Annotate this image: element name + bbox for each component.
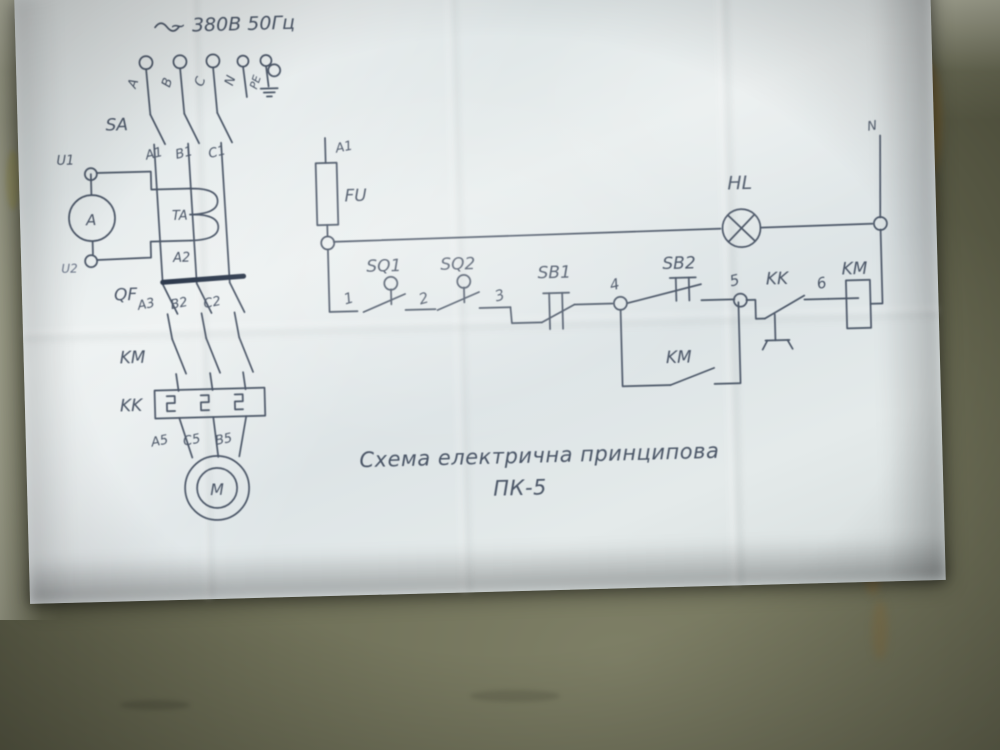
sa-switch-disconnector: SA A1 B1 C1 bbox=[105, 111, 233, 286]
ammeter-circuit: U1 A U2 TA A1 A2 bbox=[56, 154, 220, 276]
km-coil-label: KM bbox=[841, 259, 868, 280]
motor-symbol: M bbox=[184, 455, 250, 521]
kk-thermal-contact-control: KK 6 bbox=[745, 269, 830, 351]
hl-indicator-lamp: HL bbox=[721, 172, 762, 248]
kk-power-label: KK bbox=[120, 396, 145, 417]
node-4-group: 4 bbox=[608, 275, 628, 311]
node-5-group: 5 bbox=[728, 271, 748, 308]
terminal-label-pe: PE bbox=[247, 74, 264, 91]
phase-label-b5: B5 bbox=[214, 431, 234, 449]
terminal-label-c: C bbox=[192, 74, 209, 88]
km-power-label: KM bbox=[119, 348, 146, 369]
phase-label-a1: A1 bbox=[143, 145, 164, 164]
control-top-rail bbox=[332, 216, 888, 243]
title-line-1: Схема електрична принципова bbox=[359, 439, 719, 472]
terminal-label-b: B bbox=[159, 76, 176, 89]
supply-header: ~ 380В 50Гц bbox=[154, 12, 296, 37]
km-coil: KM bbox=[827, 228, 884, 330]
schematic-svg: .w { stroke:#4a5566; stroke-width:1.7; f… bbox=[56, 12, 888, 521]
sb2-label: SB2 bbox=[662, 253, 696, 274]
schematic-drawing: .w { stroke:#4a5566; stroke-width:1.7; f… bbox=[14, 0, 946, 604]
u1-terminal-label: U1 bbox=[56, 154, 74, 169]
phase-label-a5: A5 bbox=[149, 432, 170, 450]
supply-terminals: A B C N PE bbox=[125, 53, 282, 116]
sq1-label: SQ1 bbox=[366, 256, 402, 277]
node-3-label: 3 bbox=[493, 286, 507, 306]
phase-label-a3: A3 bbox=[135, 296, 156, 314]
phase-label-c5: C5 bbox=[182, 432, 202, 450]
fu-label: FU bbox=[344, 186, 367, 207]
sq2-limit-switch: SQ2 2 bbox=[417, 254, 512, 311]
sq1-limit-switch: SQ1 1 bbox=[342, 256, 437, 313]
ct-terminal-a2: A2 bbox=[172, 251, 191, 266]
control-lower-rail bbox=[327, 249, 359, 313]
km-holding-contact: KM bbox=[619, 301, 742, 388]
terminal-label-a: A bbox=[125, 77, 142, 91]
km-holding-label: KM bbox=[666, 347, 693, 368]
supply-label: ~ 380В 50Гц bbox=[170, 12, 296, 37]
title-line-2: ПК-5 bbox=[493, 475, 547, 500]
fu-fuse-body bbox=[314, 161, 340, 227]
node-4-label: 4 bbox=[608, 275, 621, 295]
title-block: Схема електрична принципова ПК-5 bbox=[359, 439, 719, 501]
ammeter-label: A bbox=[85, 211, 97, 229]
control-supply-left: A1 FU bbox=[314, 137, 368, 251]
phase-label-b2: B2 bbox=[169, 295, 189, 313]
km-coil-body bbox=[845, 278, 872, 330]
ct-label: TA bbox=[172, 209, 188, 224]
phase-label-b1: B1 bbox=[174, 144, 194, 163]
u2-terminal-label: U2 bbox=[61, 262, 78, 276]
sa-label: SA bbox=[105, 115, 128, 136]
qf-circuit-breaker: QF A3 B2 C2 bbox=[114, 273, 247, 340]
control-supply-right: N bbox=[866, 118, 882, 219]
node-6-label: 6 bbox=[815, 273, 828, 293]
sb1-label: SB1 bbox=[537, 263, 571, 284]
sq2-label: SQ2 bbox=[440, 254, 476, 275]
node-5-label: 5 bbox=[728, 271, 741, 291]
sb1-stop-button: SB1 3 bbox=[493, 263, 614, 331]
kk-thermal-relay-power: KK A5 C5 B5 bbox=[120, 386, 267, 459]
control-terminal-n: N bbox=[866, 118, 878, 134]
control-node-right bbox=[873, 216, 888, 231]
km-power-contacts: KM bbox=[119, 336, 254, 392]
control-terminal-a1: A1 bbox=[333, 139, 354, 157]
motor-label: M bbox=[210, 480, 224, 499]
phase-label-c1: C1 bbox=[207, 143, 227, 162]
hl-label: HL bbox=[727, 172, 752, 195]
phase-label-c2: C2 bbox=[202, 294, 222, 312]
control-node-left bbox=[320, 235, 336, 251]
sb2-start-button: SB2 bbox=[626, 253, 736, 304]
kk-control-label: KK bbox=[766, 269, 791, 290]
terminal-label-n: N bbox=[222, 73, 239, 87]
qf-label: QF bbox=[114, 285, 138, 306]
node-1-label: 1 bbox=[342, 288, 356, 308]
node-2-label: 2 bbox=[417, 289, 431, 309]
